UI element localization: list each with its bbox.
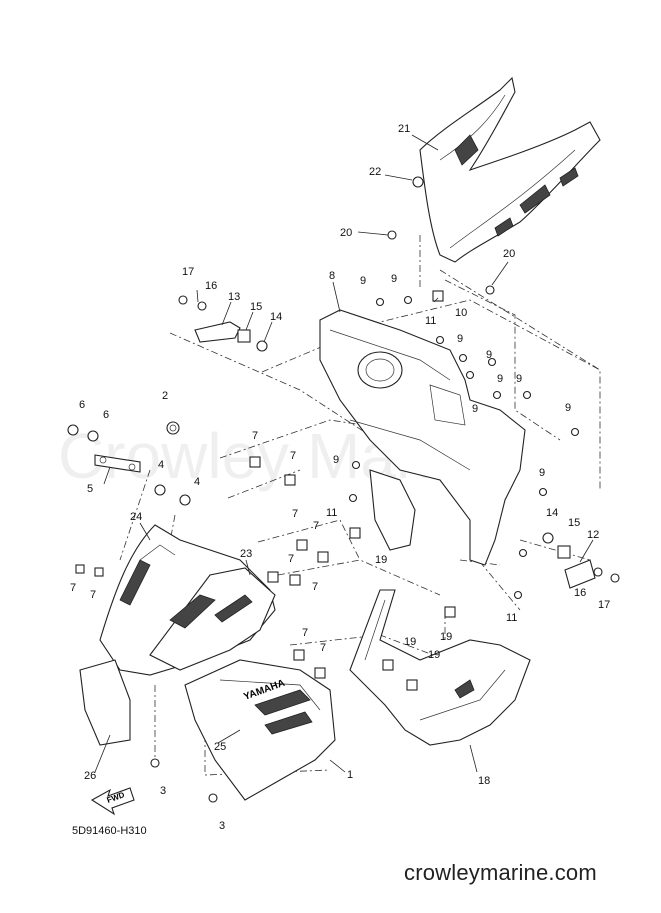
callout-23: 23: [240, 548, 252, 560]
callout-1: 1: [347, 769, 353, 781]
callout-17: 17: [182, 266, 194, 278]
callout-11: 11: [425, 315, 436, 327]
callout-19: 19: [375, 554, 387, 566]
callout-9: 9: [472, 403, 478, 415]
callout-26: 26: [84, 770, 96, 782]
callout-20: 20: [503, 248, 515, 260]
callout-19: 19: [404, 636, 416, 648]
callout-15: 15: [250, 301, 262, 313]
fwd-arrow: FWD: [90, 787, 135, 816]
callouts: 21 22 20 20 8 9 9 10 11 9 9 9 9 9 9 9 9 …: [70, 123, 610, 832]
callout-6: 6: [103, 409, 109, 421]
callout-11: 11: [326, 507, 337, 519]
callout-5: 5: [87, 483, 93, 495]
callout-3: 3: [219, 820, 225, 832]
callout-2: 2: [162, 390, 168, 402]
callout-16: 16: [205, 280, 217, 292]
callout-9: 9: [539, 467, 545, 479]
callout-19: 19: [428, 649, 440, 661]
callout-15: 15: [568, 517, 580, 529]
callout-9: 9: [516, 373, 522, 385]
callout-7: 7: [90, 589, 96, 601]
callout-3: 3: [160, 785, 166, 797]
callout-22: 22: [369, 166, 381, 178]
callout-11: 11: [506, 612, 517, 624]
callout-9: 9: [486, 349, 492, 361]
callout-14: 14: [270, 311, 282, 323]
inner-panel-8: [319, 309, 526, 566]
callout-21: 21: [398, 123, 410, 135]
decal-26: [79, 659, 131, 746]
callout-6: 6: [79, 399, 85, 411]
callout-17: 17: [598, 599, 610, 611]
callout-7: 7: [302, 627, 308, 639]
callout-14: 14: [546, 507, 558, 519]
callout-7: 7: [290, 450, 296, 462]
lower-cover-18: [349, 589, 531, 746]
callout-7: 7: [312, 581, 318, 593]
upper-cover-21: [419, 76, 601, 263]
callout-20: 20: [340, 227, 352, 239]
callout-9: 9: [565, 402, 571, 414]
callout-7: 7: [70, 582, 76, 594]
callout-9: 9: [497, 373, 503, 385]
front-cowl-assembly: YAMAHA: [99, 524, 336, 801]
callout-9: 9: [457, 333, 463, 345]
callout-4: 4: [194, 476, 200, 488]
callout-12: 12: [587, 529, 599, 541]
leader-lines: [94, 134, 594, 773]
callout-7: 7: [320, 642, 326, 654]
callout-7: 7: [288, 553, 294, 565]
callout-16: 16: [574, 587, 586, 599]
callout-7: 7: [292, 508, 298, 520]
callout-9: 9: [391, 273, 397, 285]
callout-9: 9: [333, 454, 339, 466]
diagram-code: 5D91460-H310: [72, 825, 147, 837]
callout-9: 9: [360, 275, 366, 287]
hardware: [67, 176, 620, 803]
site-footer-text: crowleymarine.com: [404, 860, 597, 885]
callout-7: 7: [313, 520, 319, 532]
callout-25: 25: [214, 741, 226, 753]
callout-24: 24: [130, 511, 142, 523]
callout-7: 7: [252, 430, 258, 442]
callout-19: 19: [440, 631, 452, 643]
callout-4: 4: [158, 459, 164, 471]
callout-18: 18: [478, 775, 490, 787]
callout-13: 13: [228, 291, 240, 303]
callout-8: 8: [329, 270, 335, 282]
callout-10: 10: [455, 307, 467, 319]
